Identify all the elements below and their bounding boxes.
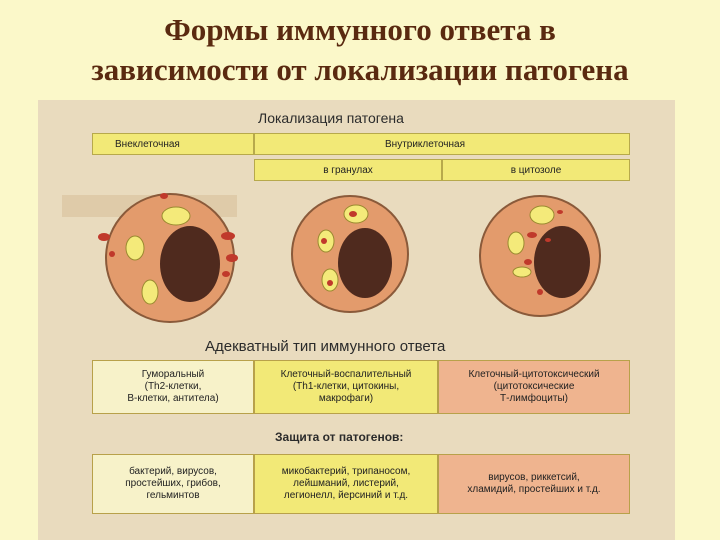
in-cytosol-label: в цитозоле bbox=[442, 159, 630, 181]
in-granules-label: в гранулах bbox=[254, 159, 442, 181]
intracellular-label: Внутриклеточная bbox=[254, 133, 630, 155]
title-line-1: Формы иммунного ответа в bbox=[164, 12, 556, 47]
response-heading: Адекватный тип иммунного ответа bbox=[205, 338, 446, 355]
cellular-inflammatory-box: Клеточный-воспалительный (Th1-клетки, ци… bbox=[254, 360, 438, 414]
protection-col-3: вирусов, риккетсий, хламидий, простейших… bbox=[438, 454, 630, 514]
slide-title: Формы иммунного ответа в зависимости от … bbox=[0, 10, 720, 90]
cellular-cytotoxic-box: Клеточный-цитотоксический (цитотоксическ… bbox=[438, 360, 630, 414]
cell-extracellular bbox=[98, 193, 238, 323]
protection-col-2: микобактерий, трипаносом, лейшманий, лис… bbox=[254, 454, 438, 514]
extracellular-label: Внеклеточная bbox=[92, 133, 254, 155]
protection-col-1: бактерий, вирусов, простейших, грибов, г… bbox=[92, 454, 254, 514]
humoral-box: Гуморальный (Th2-клетки, В-клетки, антит… bbox=[92, 360, 254, 414]
cell-in-cytosol bbox=[479, 195, 601, 317]
protection-heading: Защита от патогенов: bbox=[275, 430, 404, 444]
localization-heading: Локализация патогена bbox=[258, 110, 404, 126]
cell-in-granules bbox=[291, 195, 409, 313]
title-line-2: зависимости от локализации патогена bbox=[91, 52, 629, 87]
